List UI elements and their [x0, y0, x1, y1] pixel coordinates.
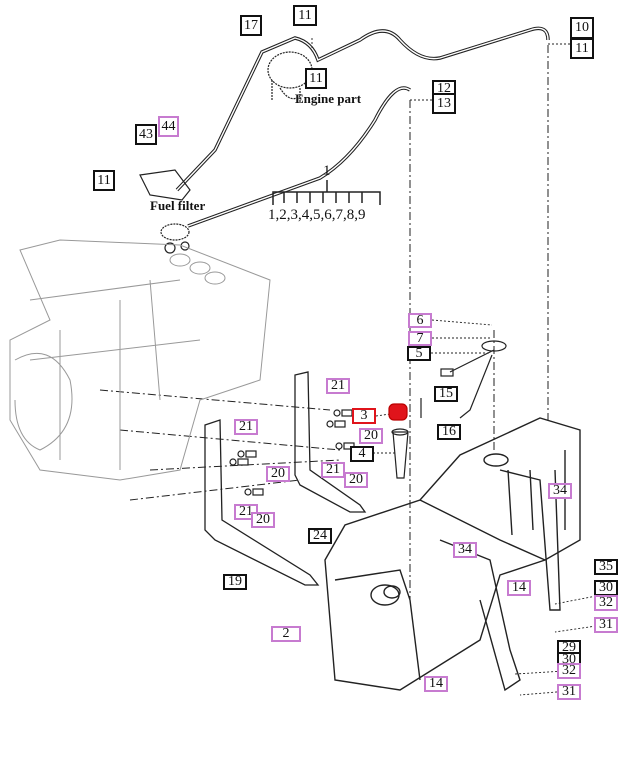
- part-label-4[interactable]: 4: [350, 446, 374, 462]
- part-label-11[interactable]: 11: [293, 5, 317, 26]
- fuel-cap-highlight: [388, 403, 408, 421]
- part-label-24[interactable]: 24: [308, 528, 332, 544]
- group-number: 1: [323, 163, 331, 179]
- part-label-34[interactable]: 34: [548, 483, 572, 499]
- part-label-32[interactable]: 32: [557, 663, 581, 679]
- part-label-17[interactable]: 17: [240, 15, 262, 36]
- fuel-filter-drawing: [139, 169, 191, 254]
- part-label-20[interactable]: 20: [359, 428, 383, 444]
- fuel-tank: [324, 417, 581, 692]
- part-label-20[interactable]: 20: [266, 466, 290, 482]
- part-label-2[interactable]: 2: [271, 626, 301, 642]
- part-label-13[interactable]: 13: [432, 93, 456, 114]
- engine-part-caption: Engine part: [295, 91, 362, 106]
- part-label-5[interactable]: 5: [407, 346, 431, 361]
- part-label-34[interactable]: 34: [453, 542, 477, 558]
- part-label-10[interactable]: 10: [570, 17, 594, 39]
- part-label-21[interactable]: 21: [234, 419, 258, 435]
- part-label-11[interactable]: 11: [570, 38, 594, 59]
- fuel-pipes-inner: [176, 27, 549, 227]
- part-label-21[interactable]: 21: [326, 378, 350, 394]
- part-label-6[interactable]: 6: [408, 313, 432, 328]
- part-label-14[interactable]: 14: [424, 676, 448, 692]
- group-items: 1,2,3,4,5,6,7,8,9: [268, 207, 366, 223]
- part-label-11[interactable]: 11: [305, 68, 327, 89]
- part-label-19[interactable]: 19: [223, 574, 247, 590]
- part-label-3[interactable]: 3: [352, 408, 376, 424]
- part-label-20[interactable]: 20: [344, 472, 368, 488]
- tractor-frame: [9, 239, 271, 481]
- part-label-31[interactable]: 31: [557, 684, 581, 700]
- part-label-32[interactable]: 32: [594, 595, 618, 611]
- part-label-20[interactable]: 20: [251, 512, 275, 528]
- leader-lines: [311, 38, 597, 696]
- part-label-35[interactable]: 35: [594, 559, 618, 575]
- group-bracket: [272, 180, 381, 205]
- part-label-31[interactable]: 31: [594, 617, 618, 633]
- mounting-brackets: [204, 371, 367, 586]
- part-label-44[interactable]: 44: [158, 116, 179, 137]
- part-label-21[interactable]: 21: [321, 462, 345, 478]
- part-label-30[interactable]: 30: [594, 580, 618, 596]
- part-label-15[interactable]: 15: [434, 386, 458, 402]
- part-label-43[interactable]: 43: [135, 124, 157, 145]
- filler-neck: [391, 428, 409, 479]
- part-label-16[interactable]: 16: [437, 424, 461, 440]
- part-label-11[interactable]: 11: [93, 170, 115, 191]
- part-label-7[interactable]: 7: [408, 331, 432, 346]
- part-label-14[interactable]: 14: [507, 580, 531, 596]
- fuel-sender: [420, 340, 507, 419]
- fuel-filter-caption: Fuel filter: [150, 198, 206, 213]
